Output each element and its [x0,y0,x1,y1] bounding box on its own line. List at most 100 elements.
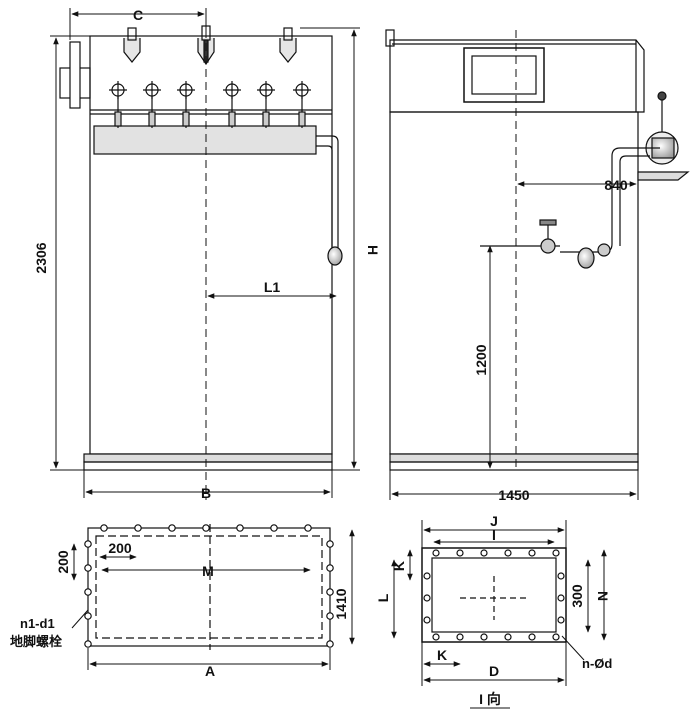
bolt-hole [557,572,565,580]
bolt-hole [480,549,488,557]
label-1200: 1200 [473,344,489,375]
label-h: H [365,245,381,255]
plan-dimensions [71,529,355,670]
bolt-hole [304,524,312,532]
side-pipe [560,147,660,253]
flange-dimensions [391,520,607,709]
flange-outline [421,547,567,643]
label-m: M [202,563,214,579]
ball-valve [540,238,556,254]
label-n1d1: n1-d1 [20,616,55,631]
front-view [59,25,343,471]
label-l1: L1 [264,279,281,295]
pulse-valve [223,81,241,128]
bolt-hole [84,640,92,648]
bolt-hole [270,524,278,532]
side-pipe-inner [619,155,650,246]
side-view [385,29,690,471]
bolt-hole [202,524,210,532]
label-n: N [595,591,611,601]
leader-nd [561,635,585,661]
label-c: C [133,7,143,23]
pulse-valve [109,81,127,128]
bolt-hole [84,612,92,620]
flange-view [421,547,567,643]
bolt-hole [552,633,560,641]
bolt-hole [432,633,440,641]
side-top-box [389,39,645,113]
inlet-flange [69,41,81,109]
flange-bolt-holes [423,549,565,641]
inspection-door-inner [471,55,537,95]
bolt-hole [134,524,142,532]
base-plate-side [389,453,639,463]
fan-motor [637,91,690,181]
label-j: J [490,513,498,529]
top-vent [279,27,297,63]
base-frame-front [83,461,333,471]
bolt-hole [326,588,334,596]
header-box [93,125,317,155]
bolt-hole [423,616,431,624]
base-frame-side [389,461,639,471]
front-body [89,35,333,455]
ball-valve-handle [539,219,557,226]
bolt-hole [504,549,512,557]
bolt-hole [432,549,440,557]
bolt-hole [528,549,536,557]
bolt-hole [557,594,565,602]
label-300: 300 [569,584,585,608]
label-d: D [489,663,499,679]
inspection-door [463,47,545,103]
bolt-hole [84,588,92,596]
label-a: A [205,663,215,679]
pulse-valve [257,81,275,128]
drain-valve [327,246,343,266]
union [597,243,611,257]
bolt-hole [84,564,92,572]
bolt-hole [423,594,431,602]
base-plate-front [83,453,333,463]
label-200h: 200 [108,540,132,556]
bolt-hole [552,549,560,557]
air-pipe-inner [316,145,333,248]
foundation-plan [84,524,334,650]
side-body [389,111,639,455]
front-dimensions [50,8,360,500]
bolt-hole [557,616,565,624]
pulse-valve [143,81,161,128]
bolt-hole [100,524,108,532]
bolt-hole [456,549,464,557]
side-drain [577,247,595,269]
pulse-valve [177,81,195,128]
lift-handle [385,29,395,47]
bolt-hole [504,633,512,641]
side-dimensions [389,30,639,500]
bolt-hole [326,612,334,620]
leader-n1d1 [71,609,89,629]
bolt-hole [326,640,334,648]
bolt-hole [326,540,334,548]
base-inner-dash [95,535,323,639]
air-pipe [316,135,339,248]
bolt-hole [84,540,92,548]
label-840: 840 [604,177,628,193]
label-i: I [492,527,496,543]
label-b: B [201,485,211,501]
label-1450: 1450 [498,487,529,503]
label-200v: 200 [55,550,71,574]
label-1410: 1410 [333,588,349,619]
label-l: L [375,593,391,602]
pulse-valve-row [109,81,311,128]
bolt-holes [84,524,334,648]
bolt-hole [456,633,464,641]
bolt-hole [168,524,176,532]
label-k1: K [391,561,407,571]
label-nd: n-Ød [582,656,612,671]
top-vent [123,27,141,63]
bolt-hole [326,564,334,572]
label-view: I 向 [479,691,501,707]
bolt-hole [480,633,488,641]
bolt-hole [528,633,536,641]
